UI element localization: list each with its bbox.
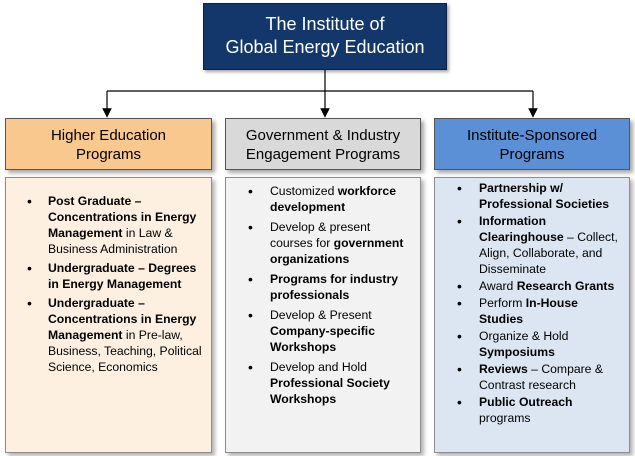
header-line-1: Institute-Sponsored [466,127,598,144]
header-line-2: Programs [499,146,565,163]
list-item: Information Clearinghouse – Collect, Ali… [435,213,629,277]
body-higher-education: Post Graduate – Concentrations in Energy… [5,177,212,453]
header-government-industry: Government & Industry Engagement Program… [225,118,421,170]
body-government-industry: Customized workforce development Develop… [225,177,421,453]
list-item: Organize & Hold Symposiums [435,328,629,360]
list-item: Reviews – Compare & Contrast research [435,361,629,393]
header-higher-education: Higher Education Programs [5,118,212,170]
list-item: Develop & Present Company-specific Works… [226,307,420,355]
header-line-1: Higher Education [50,127,167,144]
list-item: Develop and Hold Professional Society Wo… [226,359,420,407]
top-title-box: The Institute of Global Energy Education [203,3,447,70]
header-line-2: Engagement Programs [245,146,401,163]
list-item: Post Graduate – Concentrations in Energy… [6,193,211,257]
title-line-2: Global Energy Education [225,37,425,57]
header-line-2: Programs [75,146,142,163]
list-item: Undergraduate – Degrees in Energy Manage… [6,260,211,292]
list-item: Develop & present courses for government… [226,219,420,267]
list-item: Perform In-House Studies [435,295,629,327]
bullet-list: Customized workforce development Develop… [226,178,420,407]
header-line-1: Government & Industry [245,127,401,144]
body-institute-sponsored: Partnership w/ Professional Societies In… [434,177,630,453]
list-item: Undergraduate – Concentrations in Energy… [6,295,211,375]
list-item: Customized workforce development [226,183,420,215]
list-item: Award Research Grants [435,278,629,294]
list-item: Public Outreach programs [435,394,629,426]
list-item: Partnership w/ Professional Societies [435,180,629,212]
header-institute-sponsored: Institute-Sponsored Programs [434,118,630,170]
title-line-1: The Institute of [265,14,385,34]
list-item: Programs for industry professionals [226,271,420,303]
bullet-list: Post Graduate – Concentrations in Energy… [6,178,211,375]
bullet-list: Partnership w/ Professional Societies In… [435,178,629,426]
